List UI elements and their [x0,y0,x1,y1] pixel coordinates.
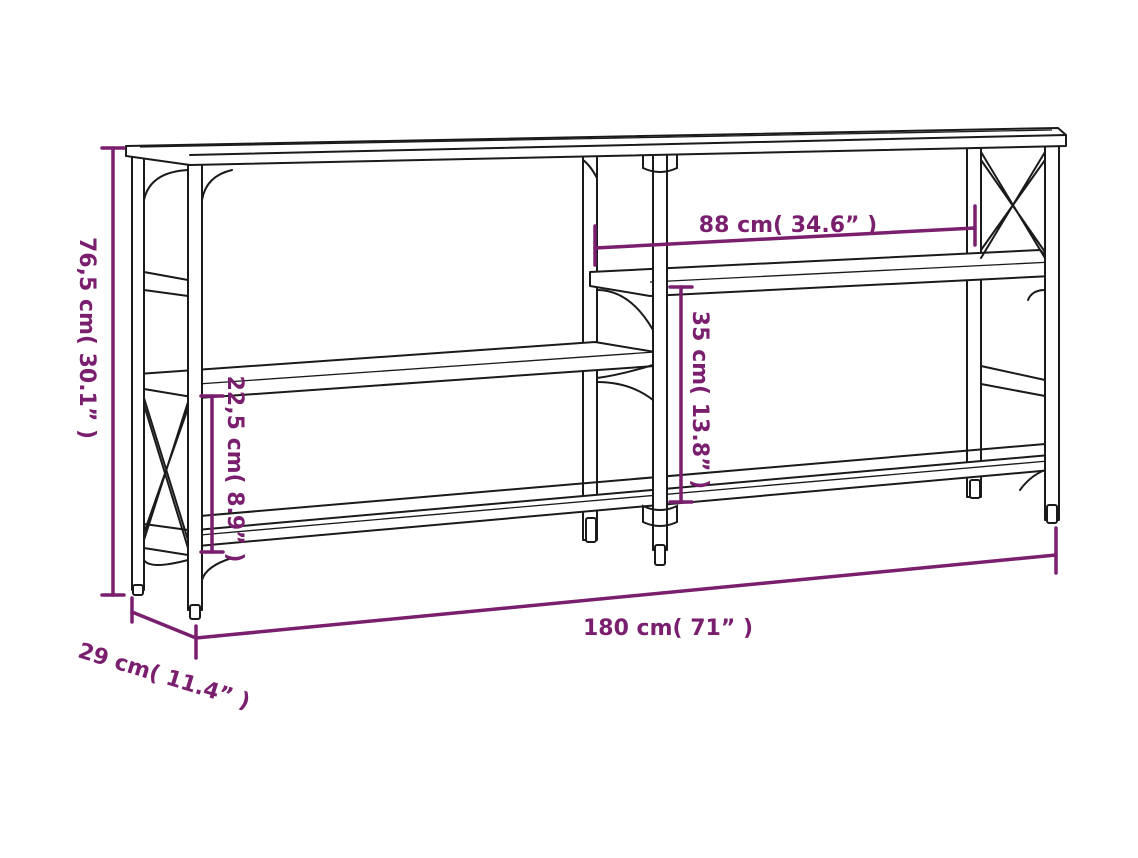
right-end-frame [980,139,1060,524]
left-shelf-gap-label: 22,5 cm( 8.9” ) [222,376,247,563]
width-label: 180 cm( 71” ) [583,616,753,641]
height-label: 76,5 cm( 30.1” ) [74,237,99,439]
right-shelf-gap-label: 35 cm( 13.8” ) [687,311,712,489]
depth-dimension-line [130,610,198,640]
back-right-foot [969,479,981,499]
console-table [125,127,1067,620]
depth-label: 29 cm( 11.4” ) [75,639,253,715]
width-dimension-line [194,553,1058,640]
upper-shelf-dimension-line [593,226,977,250]
dimension-lines [100,146,1058,660]
back-right-leg [966,144,982,498]
back-middle-foot [585,517,597,543]
left-end-frame [131,151,233,620]
bottom-shelf [195,443,1053,547]
upper-shelf-width-label: 88 cm( 34.6” ) [699,213,877,238]
left-middle-shelf [137,341,656,399]
middle-divider-frame [582,148,678,566]
table-top [125,127,1067,166]
